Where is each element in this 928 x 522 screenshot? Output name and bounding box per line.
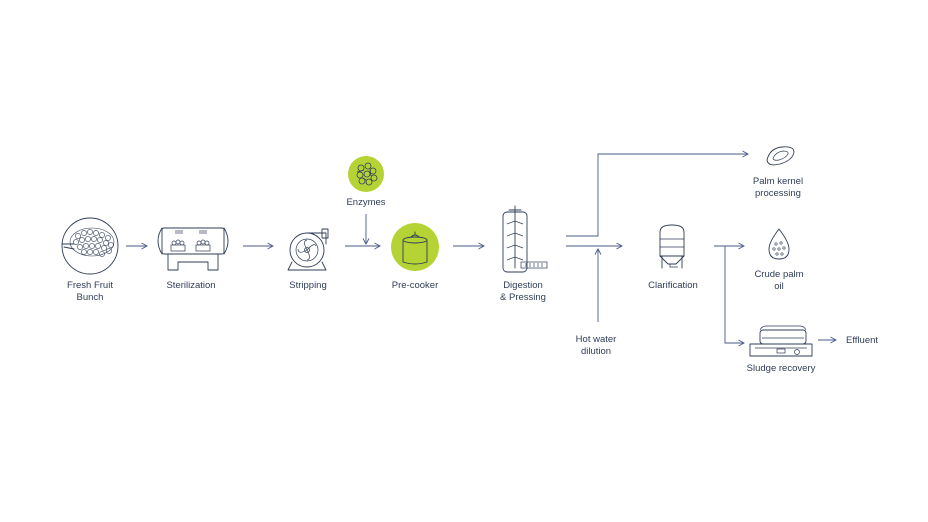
stripper-drum-icon xyxy=(287,228,329,271)
label-pre-cooker: Pre-cooker xyxy=(391,280,439,291)
label-sludge-recovery: Sludge recovery xyxy=(746,363,816,374)
label-effluent: Effluent xyxy=(846,335,879,346)
palm-kernel-icon xyxy=(766,146,795,166)
flow-arrows xyxy=(126,150,837,347)
label-palm-kernel-processing: Palm kernel processing xyxy=(752,176,804,199)
sterilizer-vessel-icon xyxy=(157,227,229,271)
arrow-clarification-to-sludge xyxy=(724,246,745,347)
label-sterilization: Sterilization xyxy=(166,280,216,291)
enzymes-icon xyxy=(348,156,384,192)
label-stripping: Stripping xyxy=(289,280,327,291)
label-hot-water-dilution: Hot water dilution xyxy=(575,334,617,357)
label-enzymes: Enzymes xyxy=(346,197,386,208)
decanter-icon xyxy=(749,325,813,357)
digester-press-icon xyxy=(502,205,548,273)
label-crude-palm-oil: Crude palm oil xyxy=(754,269,804,292)
label-fresh-fruit-bunch: Fresh Fruit Bunch xyxy=(67,280,113,303)
label-digestion-pressing: Digestion & Pressing xyxy=(500,280,546,303)
label-clarification: Clarification xyxy=(648,280,698,291)
arrow-digestion-to-palm-kernel xyxy=(566,150,749,237)
oil-drop-icon xyxy=(768,228,790,260)
clarification-tank-icon xyxy=(659,224,685,269)
pre-cooker-pot-icon xyxy=(391,223,439,271)
palm-fruit-bunch-icon xyxy=(61,217,119,275)
